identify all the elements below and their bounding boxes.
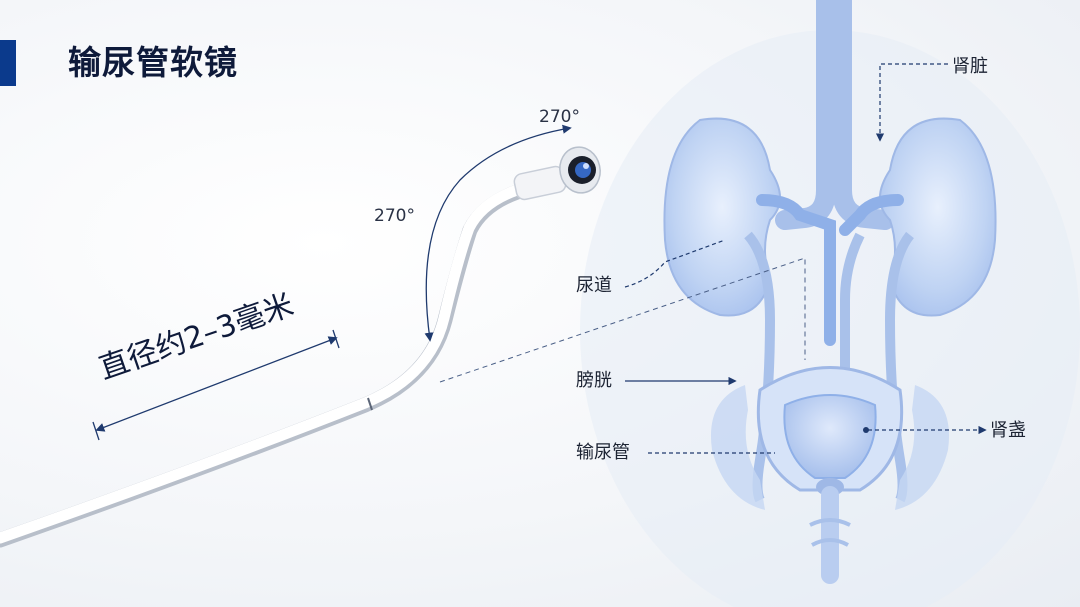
renal-pelvis-dot xyxy=(863,427,869,433)
pelvis-left xyxy=(710,385,765,510)
scope-joint xyxy=(367,397,373,411)
accent-bar xyxy=(0,40,16,86)
label-renal-pelvis: 肾盏 xyxy=(990,420,1026,441)
label-urethra: 尿道 xyxy=(576,275,612,296)
left-renal-pelvis xyxy=(756,194,836,346)
label-bladder: 膀胱 xyxy=(576,370,612,391)
scope-tip xyxy=(513,146,601,201)
bladder xyxy=(783,394,877,479)
scope-ureter xyxy=(840,232,865,370)
diameter-ticks xyxy=(92,329,340,441)
urethra-rings xyxy=(809,518,851,547)
label-ureter: 输尿管 xyxy=(576,442,630,463)
scope-path-line xyxy=(439,257,806,383)
pelvis-right xyxy=(895,385,950,510)
right-kidney xyxy=(879,117,997,317)
diameter-line xyxy=(95,336,338,432)
angle-top-label: 270° xyxy=(539,107,580,127)
angle-arc xyxy=(424,124,572,342)
kidney-leader xyxy=(875,63,948,142)
angle-left-label: 270° xyxy=(374,206,415,226)
scope-cable xyxy=(0,180,536,544)
label-kidney: 肾脏 xyxy=(952,56,988,77)
scope-cable-shadow xyxy=(0,180,538,548)
right-renal-pelvis xyxy=(839,194,904,236)
page-title: 输尿管软镜 xyxy=(68,43,238,82)
